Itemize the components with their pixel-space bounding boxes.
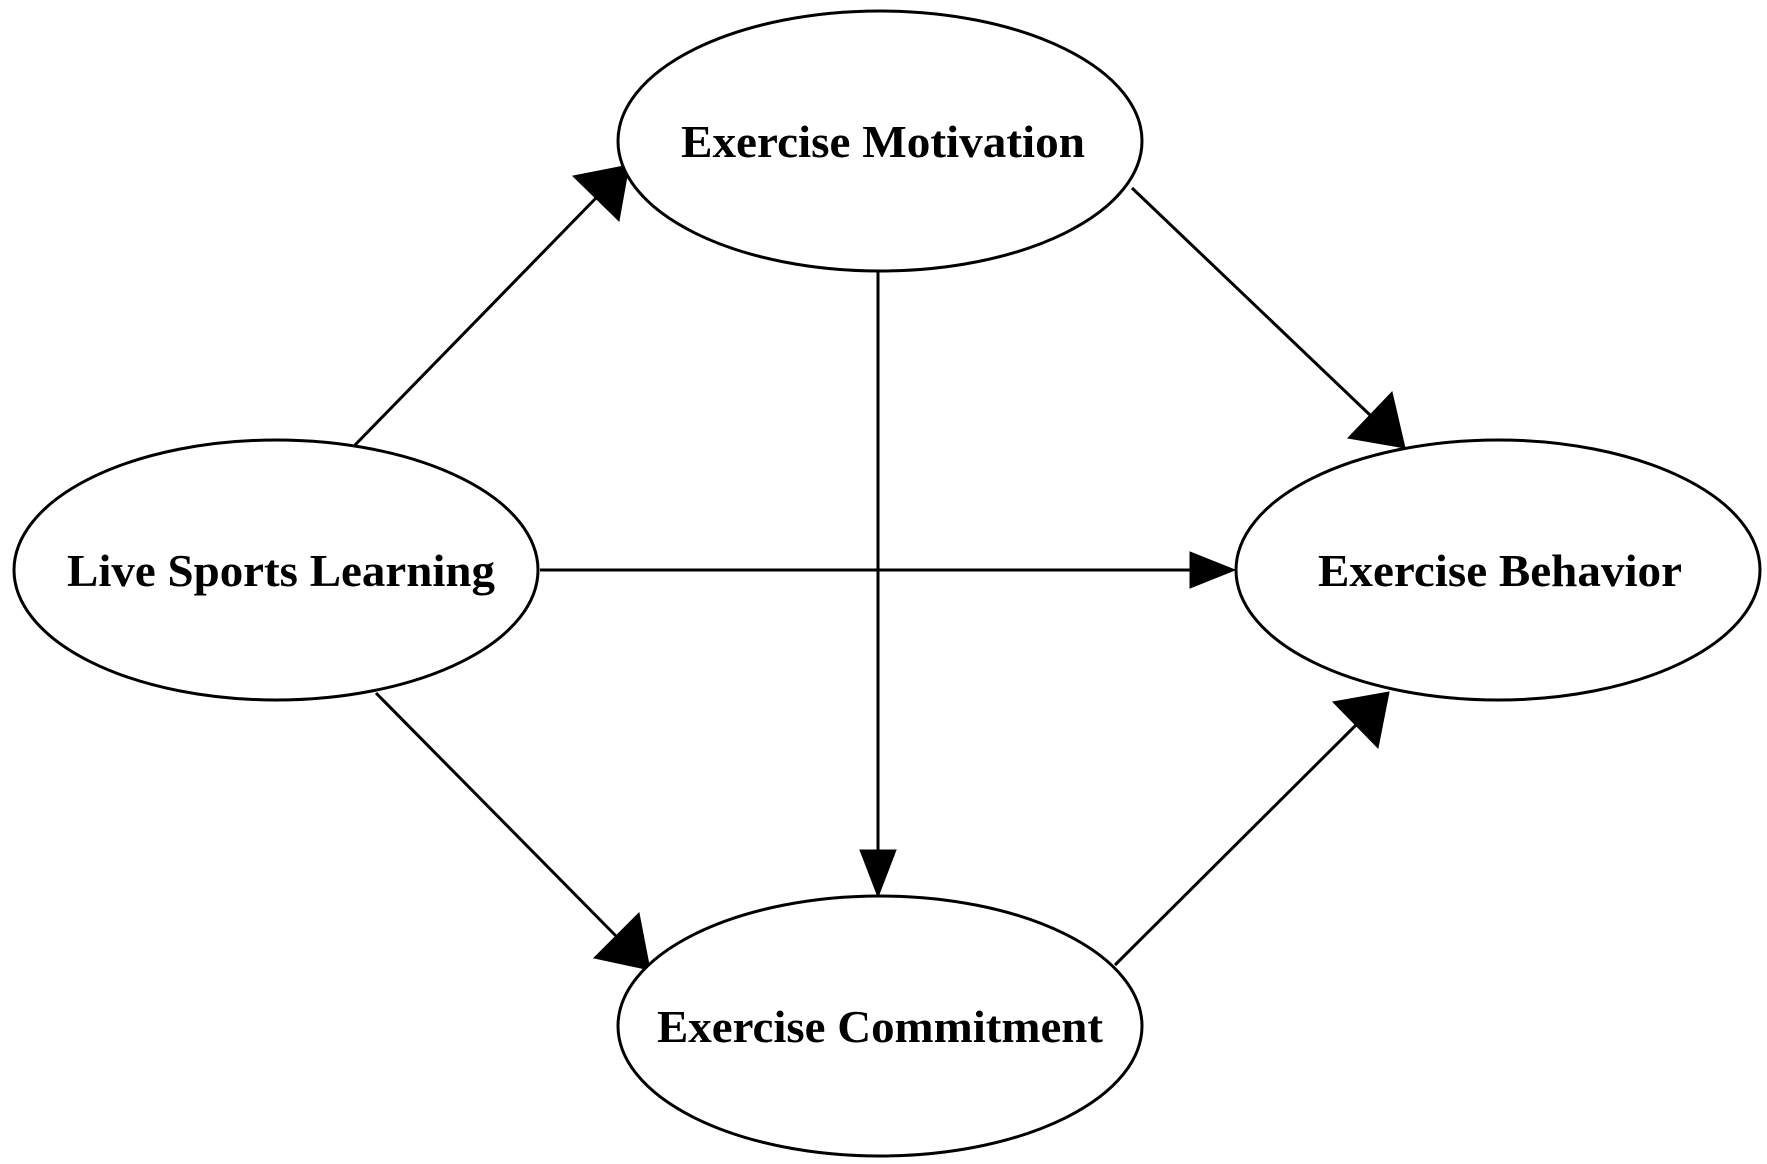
node-live-sports-learning: Live Sports Learning <box>12 438 540 702</box>
node-label-live-sports-learning: Live Sports Learning <box>67 545 495 596</box>
node-exercise-motivation: Exercise Motivation <box>616 9 1144 273</box>
edge-live-to-behavior <box>540 551 1237 589</box>
edge-motivation-to-commitment <box>859 272 897 899</box>
edge-motivation-to-behavior <box>1130 186 1406 449</box>
node-label-exercise-commitment: Exercise Commitment <box>657 1001 1104 1052</box>
edge-live-to-commitment <box>374 691 651 971</box>
edge-live-to-motivation <box>353 164 630 447</box>
node-exercise-behavior: Exercise Behavior <box>1234 438 1762 702</box>
node-label-exercise-behavior: Exercise Behavior <box>1318 545 1682 596</box>
node-label-exercise-motivation: Exercise Motivation <box>681 116 1085 167</box>
node-exercise-commitment: Exercise Commitment <box>616 894 1144 1158</box>
edge-commitment-to-behavior <box>1113 691 1390 967</box>
